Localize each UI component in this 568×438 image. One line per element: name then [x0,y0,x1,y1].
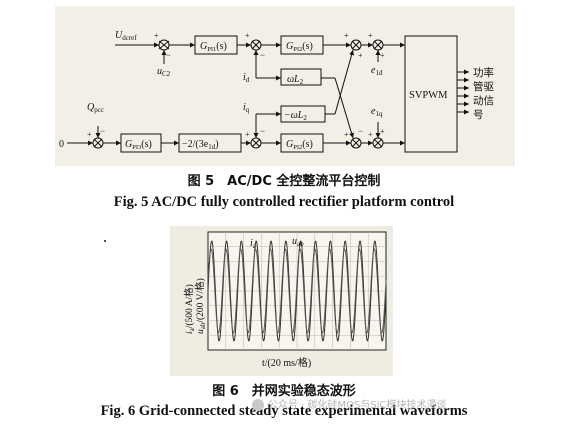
uc2-label: uC2 [157,66,171,78]
svpwm-label: SVPWM [409,90,448,101]
plus-sign: + [368,31,373,40]
watermark: 公众号 · 碳化硅MOS与SiC模块技术漫谈 [252,396,522,414]
plus-sign: + [245,31,250,40]
gpi2-top-label: GPI2(s) [286,41,313,53]
plus-sign: + [87,130,92,139]
plus-sign: + [380,127,385,136]
figure6-caption-cn: 图 6 并网实验稳态波形 [212,384,356,399]
e1q-label: e1q [371,106,383,118]
ia-label: ia [250,238,257,250]
minus-sign: − [260,50,265,60]
wechat-logo-icon [252,399,264,411]
plus-sign: + [245,130,250,139]
figure5-caption-cn: 图 5 AC/DC 全控整流平台控制 [187,174,381,189]
plus-sign: + [344,130,349,139]
omega-l2-block [280,68,322,86]
figure5-caption-en: Fig. 5 AC/DC fully controlled rectifier … [113,194,455,210]
omega-l2-label: ωL2 [287,74,304,86]
yaxis-label-uab: uab/(200 V/格) [194,278,207,334]
minus-sign: − [260,126,265,136]
svpwm-block [404,35,458,153]
iq-label: iq [243,102,250,114]
plus-sign: + [368,130,373,139]
gpi1-label: GPI1(s) [200,41,227,53]
plus-sign: + [154,31,159,40]
plus-sign: + [344,31,349,40]
neg-omega-l2-label: −ωL2 [284,110,307,122]
e1d-label: e1d [371,65,383,77]
qpcc-label: Qpcc [87,102,104,114]
ia-waveform [207,248,387,334]
gpi3-label: GPI3(s) [125,139,152,151]
output-label-2: 管驱 [473,80,494,93]
figure5-block-diagram: Udcref + − uC2 GPI1(s) + − GPI2(s) + + +… [55,6,515,166]
output-label-4: 号 [473,109,484,121]
minus-sign: − [166,50,171,60]
udcref-label: Udcref [115,30,137,42]
plus-sign: + [380,51,385,60]
neg2-div-label: −2/(3e1d) [182,139,219,151]
id-label: id [243,72,250,84]
plus-sign: + [358,51,363,60]
output-label-1: 功率 [473,66,494,79]
uab-label: uab [292,236,304,248]
uab-waveform [207,240,387,342]
output-label-3: 动信 [473,95,494,107]
zero-input-label: 0 [59,139,64,150]
minus-sign: − [100,126,105,136]
minus-sign: − [358,126,363,136]
figure6-waveform-plot: ia uab ia/(500 A/格) uab/(200 V/格) t/(20 … [170,226,393,376]
stray-dot [104,240,106,242]
gpi2-bottom-label: GPI2(s) [286,139,313,151]
figure6-caption-en: Fig. 6 Grid-connected steady state exper… [100,403,468,419]
yaxis-label-ia: ia/(500 A/格) [183,284,196,334]
xaxis-label: t/(20 ms/格) [262,356,311,369]
